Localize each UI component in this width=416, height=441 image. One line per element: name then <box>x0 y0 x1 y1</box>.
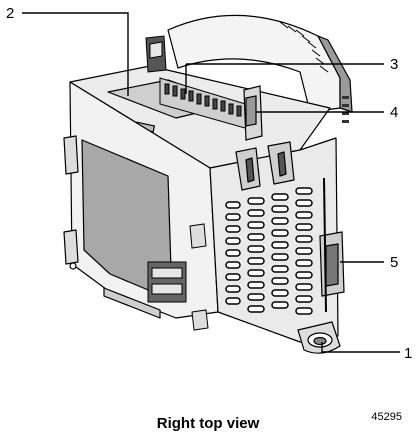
side-slider <box>319 177 345 313</box>
leader-2 <box>22 12 129 96</box>
front-side-clips <box>189 223 209 331</box>
callout-3: 3 <box>390 56 398 73</box>
callout-5: 5 <box>390 254 398 271</box>
left-face <box>63 81 219 319</box>
figure-caption: Right top view <box>156 415 260 432</box>
figure-id: 45295 <box>371 411 402 423</box>
callout-4: 4 <box>390 104 398 121</box>
latch-tab <box>243 85 263 141</box>
mounting-foot <box>297 321 341 354</box>
side-connector <box>147 261 187 303</box>
terminal-block <box>145 35 253 131</box>
vent-grid <box>225 187 313 315</box>
callout-2: 2 <box>6 5 14 22</box>
callout-leaders <box>22 12 400 353</box>
callout-1: 1 <box>404 345 412 362</box>
leader-1 <box>321 342 400 353</box>
